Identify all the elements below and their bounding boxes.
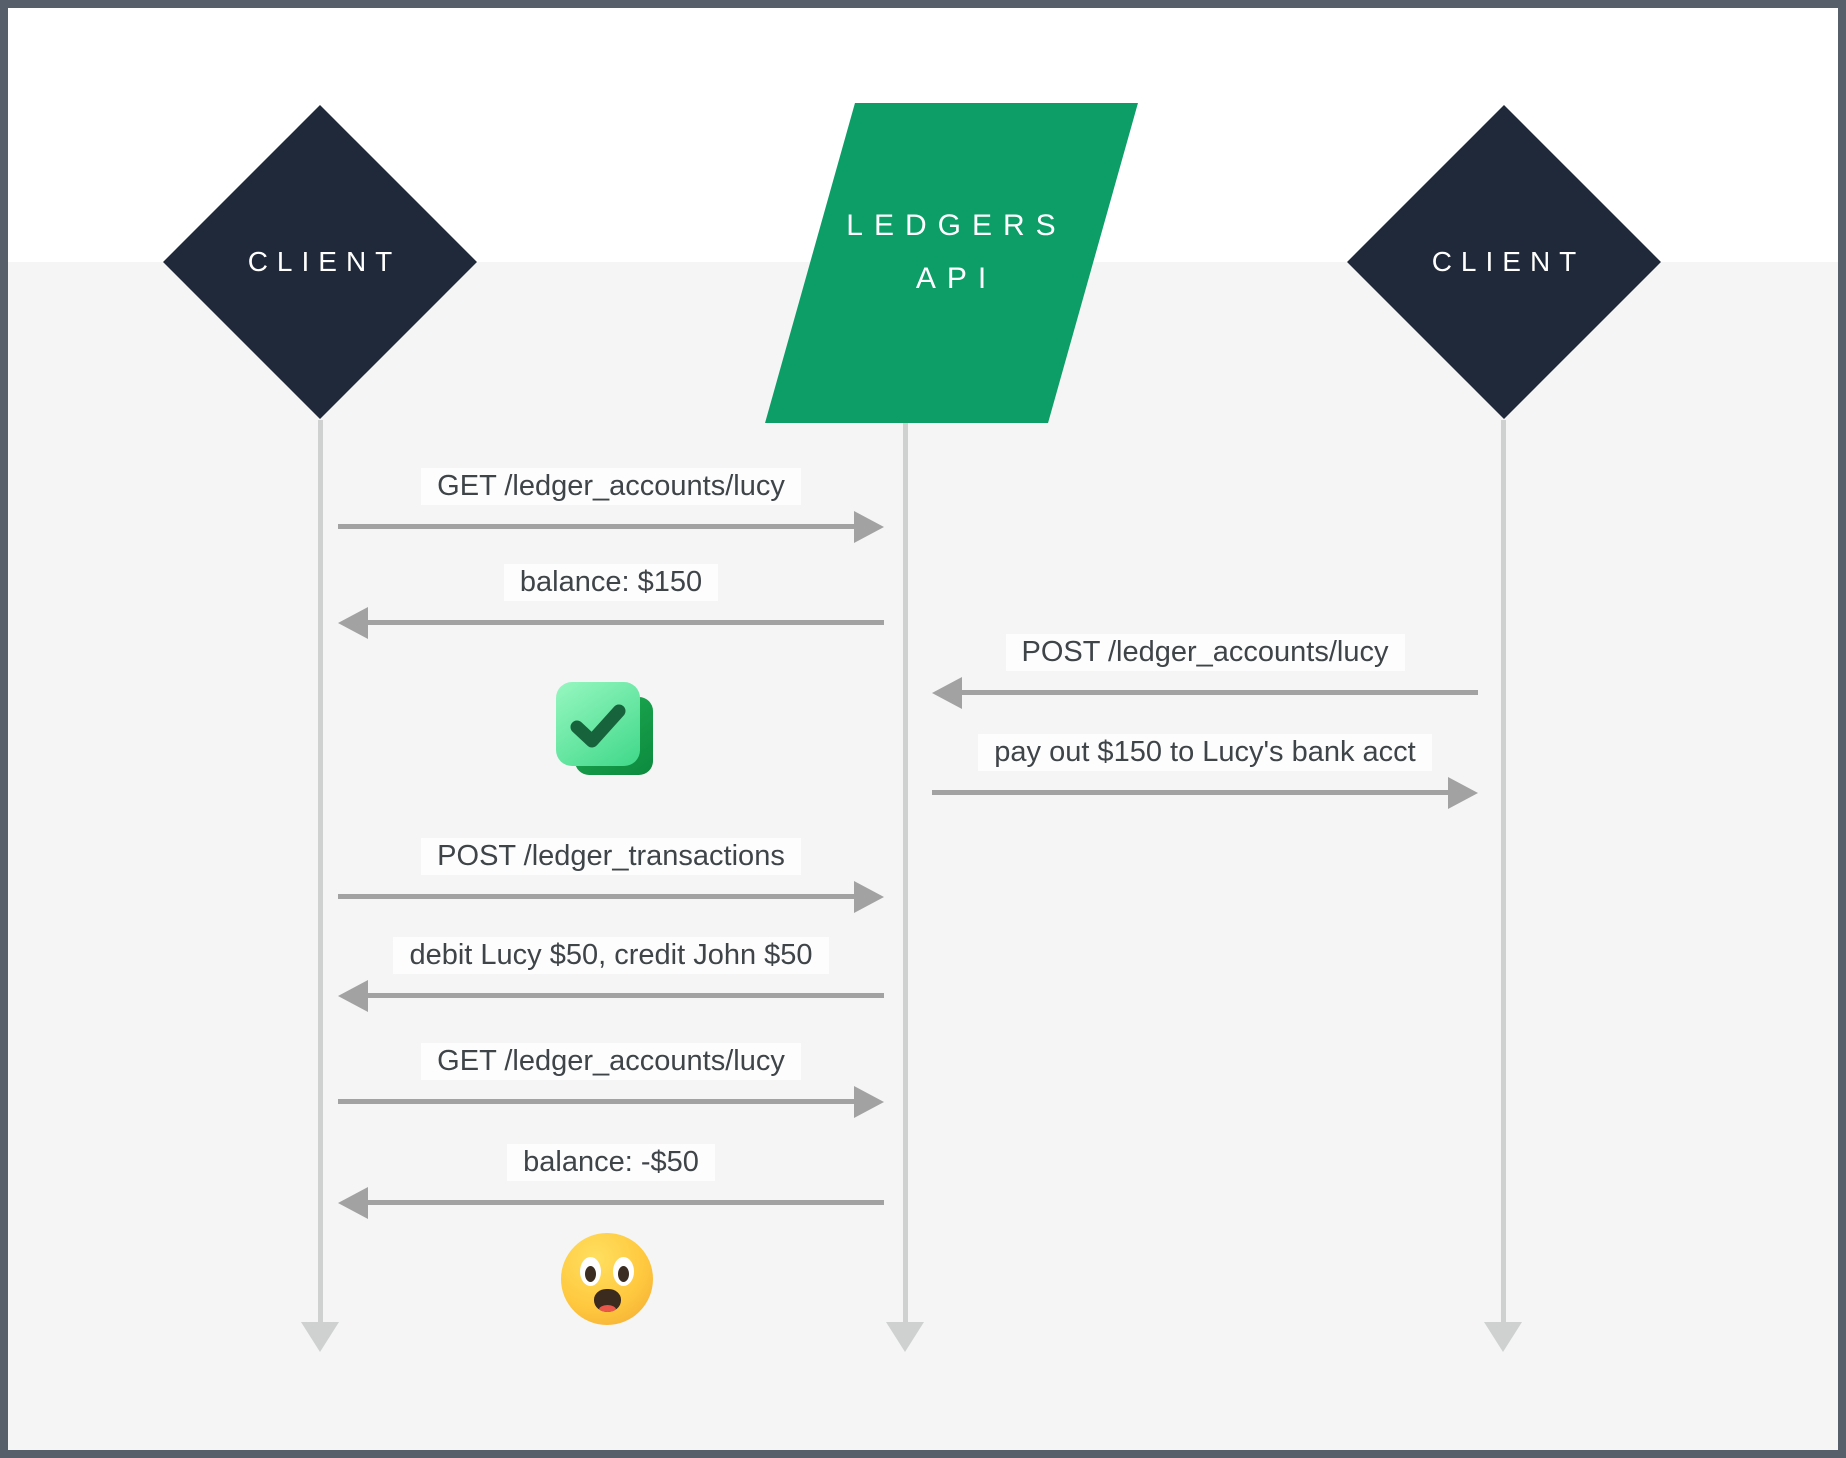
lifeline-client-left [318, 420, 323, 1322]
message-debit-credit: debit Lucy $50, credit John $50 [338, 934, 884, 1012]
arrow-right-icon [338, 1086, 884, 1118]
arrow-right-icon [338, 511, 884, 543]
message-label: debit Lucy $50, credit John $50 [338, 934, 884, 976]
actor-client-left-label: CLIENT [247, 246, 402, 277]
message-balance-150: balance: $150 [338, 561, 884, 639]
arrow-left-icon [338, 980, 884, 1012]
message-label: POST /ledger_transactions [338, 835, 884, 877]
arrow-right-icon [932, 777, 1478, 809]
emoji-right-eye [613, 1257, 634, 1286]
lifeline-arrowhead-middle-icon [886, 1322, 924, 1352]
message-label: balance: $150 [338, 561, 884, 603]
message-post-ledger-transactions: POST /ledger_transactions [338, 835, 884, 913]
actor-client-right-label: CLIENT [1431, 246, 1586, 277]
lifeline-ledgers-api [903, 423, 908, 1322]
ledgers-api-label-line1: LEDGERS [846, 209, 1067, 242]
message-balance-negative-50: balance: -$50 [338, 1141, 884, 1219]
background-bottom-area [0, 262, 1846, 1458]
lifeline-arrowhead-right-icon [1484, 1322, 1522, 1352]
arrow-left-icon [338, 607, 884, 639]
message-label: GET /ledger_accounts/lucy [338, 465, 884, 507]
message-pay-out: pay out $150 to Lucy's bank acct [932, 731, 1478, 809]
message-label: POST /ledger_accounts/lucy [932, 631, 1478, 673]
emoji-left-eye [580, 1257, 601, 1286]
message-label: pay out $150 to Lucy's bank acct [932, 731, 1478, 773]
check-mark-icon [570, 704, 626, 748]
lifeline-client-right [1501, 420, 1506, 1322]
lifeline-arrowhead-left-icon [301, 1322, 339, 1352]
message-label: GET /ledger_accounts/lucy [338, 1040, 884, 1082]
message-get-ledger-accounts-1: GET /ledger_accounts/lucy [338, 465, 884, 543]
ledgers-api-label-line2: API [915, 262, 998, 295]
check-emoji-front-square [556, 682, 640, 766]
message-label: balance: -$50 [338, 1141, 884, 1183]
emoji-mouth [594, 1289, 621, 1312]
message-get-ledger-accounts-2: GET /ledger_accounts/lucy [338, 1040, 884, 1118]
arrow-right-icon [338, 881, 884, 913]
check-mark-button-emoji-icon [556, 682, 656, 782]
arrow-left-icon [932, 677, 1478, 709]
message-post-ledger-accounts: POST /ledger_accounts/lucy [932, 631, 1478, 709]
actor-ledgers-api-label: LEDGERS API [801, 207, 1101, 298]
shocked-face-emoji-icon [561, 1233, 653, 1325]
arrow-left-icon [338, 1187, 884, 1219]
